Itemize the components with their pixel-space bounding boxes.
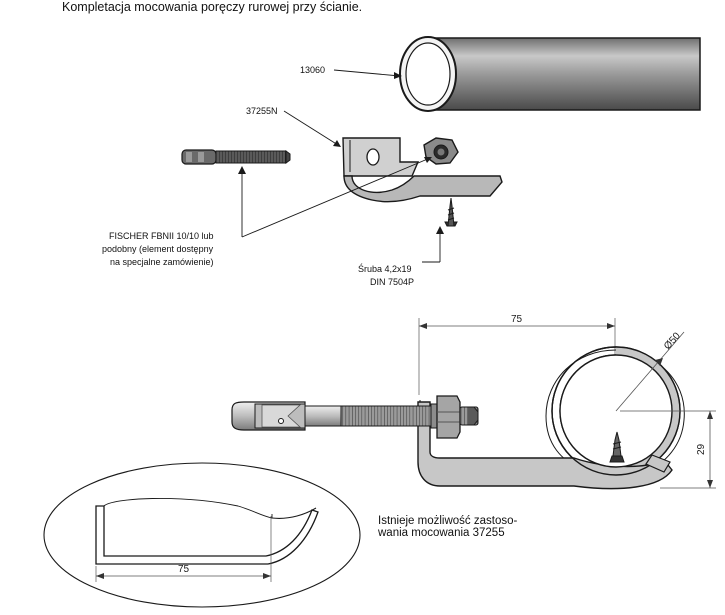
tube-leader-arrow (394, 72, 402, 79)
anchor-label-line3: na specjalne zamówienie) (110, 257, 214, 267)
page-title: Kompletacja mocowania poręczy rurowej pr… (62, 0, 363, 14)
alternative-mount-note: Istnieje możliwość zastoso- wania mocowa… (378, 515, 568, 539)
dimension-width-detail (95, 516, 272, 582)
tube-label: 13060 (300, 65, 325, 75)
tube-leader-line (333, 69, 401, 77)
screw-leader-arrow (436, 226, 444, 234)
diameter-line (615, 331, 685, 412)
anchor-bolt-exploded (181, 149, 291, 165)
detail-bracket-37255 (95, 498, 319, 565)
bracket-exploded (342, 137, 503, 203)
screw-label-line1: Śruba 4,2x19 (358, 263, 412, 274)
note-line1: Istnieje możliwość zastoso- (378, 515, 518, 527)
anchor-label-line2: podobny (element dostępny (102, 244, 214, 254)
hex-nut (423, 137, 459, 165)
dimension-height-right (620, 410, 716, 489)
dimension-height-right-label: 29 (696, 443, 707, 455)
wood-screw (444, 197, 458, 227)
ring-screw (609, 431, 625, 463)
handrail-tube (399, 36, 701, 112)
diameter-arrow (655, 358, 663, 366)
anchor-bolt-assembled (231, 395, 479, 439)
anchor-leader-to-bracket (241, 157, 431, 238)
screw-label-line2: DIN 7504P (370, 277, 414, 287)
note-line2: wania mocowania 37255 (378, 527, 505, 539)
diameter-label: Ø50 (662, 330, 683, 352)
detail-ellipse (43, 462, 361, 608)
bracket-leader-arrow (333, 140, 341, 147)
anchor-leader-arrow-2 (424, 157, 432, 163)
bracket-leader-line (283, 110, 339, 146)
anchor-label-line1: FISCHER FBNII 10/10 lub (109, 231, 214, 241)
dimension-width-top-label: 75 (511, 314, 523, 325)
dimension-width-detail-label: 75 (178, 564, 190, 575)
bracket-label: 37255N (246, 106, 278, 116)
anchor-leader-arrow (238, 166, 246, 174)
